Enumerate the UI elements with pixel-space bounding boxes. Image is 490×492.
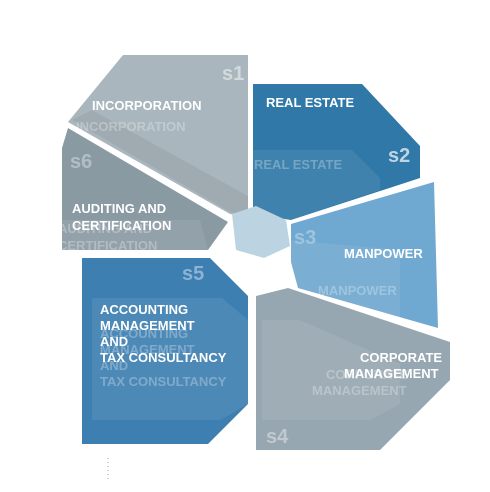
segment-corporate-management-shape bbox=[256, 288, 450, 450]
segment-incorporation-title: INCORPORATION bbox=[92, 98, 202, 113]
segment-real-estate-title: REAL ESTATE bbox=[266, 95, 354, 110]
segment-real-estate-shadow bbox=[253, 150, 380, 220]
segment-manpower-shape bbox=[291, 182, 438, 328]
segment-accounting-title-echo-1: ACCOUNTING bbox=[100, 326, 188, 341]
segment-accounting-title-1: ACCOUNTING bbox=[100, 302, 188, 317]
segment-manpower-title-echo: MANPOWER bbox=[318, 283, 397, 298]
segment-incorporation-shadow bbox=[72, 110, 248, 218]
segment-auditing[interactable]: s6 AUDITING AND CERTIFICATION AUDITING A… bbox=[58, 128, 228, 253]
segment-accounting-title-echo-3: AND bbox=[100, 358, 128, 373]
segment-accounting[interactable]: s5 ACCOUNTING MANAGEMENT AND TAX CONSULT… bbox=[82, 258, 248, 444]
segment-auditing-shape bbox=[62, 128, 228, 250]
segment-real-estate-shape bbox=[253, 84, 420, 220]
segment-incorporation-shape bbox=[68, 55, 248, 218]
segment-incorporation[interactable]: s1 INCORPORATION INCORPORATION bbox=[68, 55, 248, 218]
segment-real-estate-title-echo: REAL ESTATE bbox=[254, 157, 342, 172]
segment-auditing-title-2: CERTIFICATION bbox=[72, 218, 171, 233]
segment-manpower[interactable]: s3 MANPOWER MANPOWER bbox=[291, 182, 438, 328]
segment-corporate-management[interactable]: CORPORATE MANAGEMENT CORPORATE MANAGEMEN… bbox=[256, 288, 450, 450]
segment-auditing-title-1: AUDITING AND bbox=[72, 201, 166, 216]
segment-corporate-management-title-echo-1: CORPORATE bbox=[326, 367, 408, 382]
segment-corporate-management-id: s4 bbox=[266, 426, 289, 448]
segment-manpower-shadow bbox=[291, 240, 400, 318]
segment-accounting-title-echo-4: TAX CONSULTANCY bbox=[100, 374, 227, 389]
segment-auditing-shadow bbox=[62, 220, 208, 250]
segment-accounting-title-echo-2: MANAGEMENT bbox=[100, 342, 195, 357]
segment-incorporation-title-echo: INCORPORATION bbox=[76, 119, 186, 134]
segment-real-estate[interactable]: REAL ESTATE REAL ESTATE s2 bbox=[253, 84, 420, 220]
segment-accounting-id: s5 bbox=[182, 263, 204, 285]
segment-manpower-title: MANPOWER bbox=[344, 246, 423, 261]
segment-corporate-management-title-1: CORPORATE bbox=[360, 350, 442, 365]
segment-corporate-management-title-echo-2: MANAGEMENT bbox=[312, 383, 407, 398]
segment-accounting-title-3: AND bbox=[100, 334, 128, 349]
segment-accounting-shadow bbox=[92, 298, 248, 420]
segment-manpower-id: s3 bbox=[294, 227, 316, 249]
center-hexagon bbox=[232, 206, 290, 258]
segment-accounting-title-4: TAX CONSULTANCY bbox=[100, 350, 227, 365]
segment-corporate-management-shadow bbox=[262, 320, 400, 420]
segment-incorporation-id: s1 bbox=[222, 63, 244, 85]
segment-accounting-title-2: MANAGEMENT bbox=[100, 318, 195, 333]
segment-auditing-id: s6 bbox=[70, 151, 92, 173]
segment-accounting-shape bbox=[82, 258, 248, 444]
segment-auditing-title-echo-2: CERTIFICATION bbox=[58, 238, 157, 253]
segment-auditing-title-echo-1: AUDITING AND bbox=[58, 221, 152, 236]
segment-corporate-management-title-2: MANAGEMENT bbox=[344, 366, 439, 381]
segment-real-estate-id: s2 bbox=[388, 145, 410, 167]
